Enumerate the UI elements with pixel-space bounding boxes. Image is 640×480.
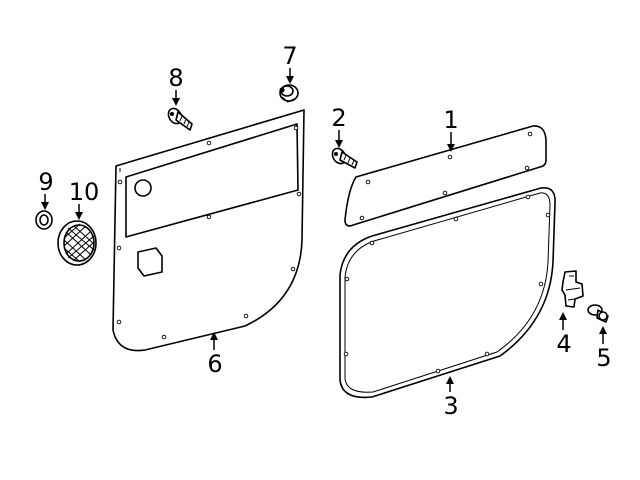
part-6-door-trim-panel [112, 109, 305, 352]
callout-label-5: 5 [596, 344, 611, 372]
callout-label-8: 8 [168, 64, 183, 92]
panel-window-recess [125, 123, 299, 238]
callout-arrows [41, 68, 607, 392]
callout-label-7: 7 [282, 42, 297, 70]
part-10-speaker-grille [57, 220, 97, 266]
callout-label-2: 2 [331, 104, 346, 132]
part-4-bracket-clip [561, 270, 584, 308]
part-2-screw-fastener [331, 147, 358, 169]
part-9-bezel-ring [35, 210, 53, 230]
callout-label-10: 10 [69, 178, 100, 206]
part-5-push-pin [587, 304, 609, 323]
panel-circular-hole [134, 179, 152, 197]
callout-label-3: 3 [443, 392, 458, 420]
part-3-lower-panel [339, 186, 556, 399]
callout-label-9: 9 [38, 168, 53, 196]
callout-label-1: 1 [443, 106, 458, 134]
callout-labels: 1 2 3 4 5 6 7 8 9 10 [38, 42, 611, 420]
part-8-screw-fastener [167, 107, 193, 131]
panel-handle-cutout [137, 247, 163, 277]
callout-label-4: 4 [556, 330, 571, 358]
part-1-upper-trim-strip [344, 125, 547, 227]
callout-label-6: 6 [207, 350, 222, 378]
part-7-push-retainer [279, 84, 299, 103]
